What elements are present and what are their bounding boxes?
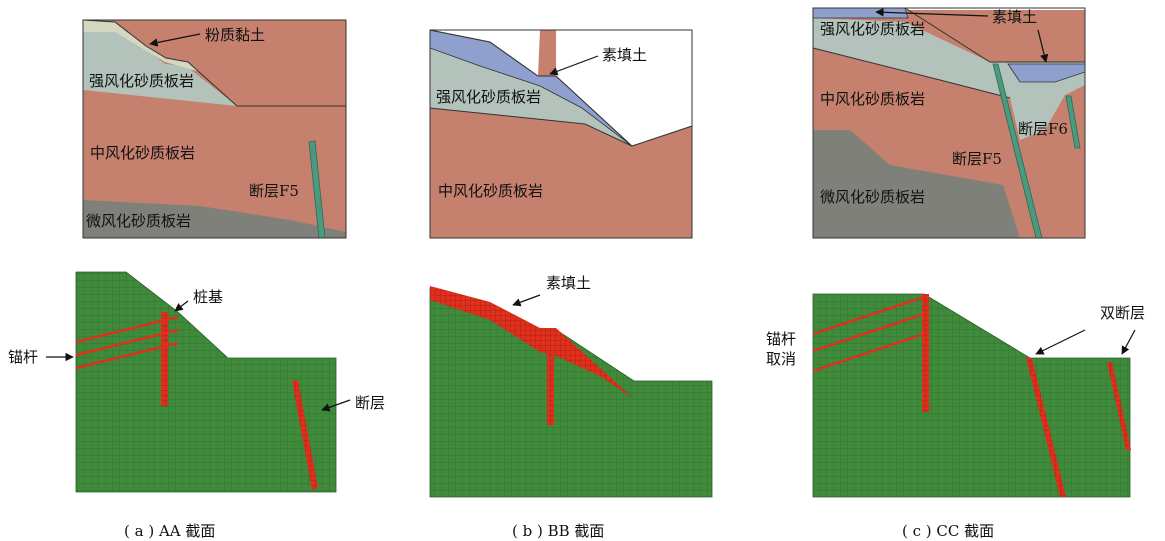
fault-mesh (1026, 358, 1066, 497)
caption-aa: ( a ) AA 截面 (124, 522, 216, 540)
mesh-model-cc (812, 293, 1136, 498)
plain-fill-layer (1007, 63, 1086, 83)
mesh-body (812, 293, 1131, 498)
label-moderate-weathered: 中风化砂质板岩 (820, 90, 926, 108)
pointer-arrow (549, 55, 599, 76)
label-slight-weathered: 微风化砂质板岩 (86, 212, 192, 230)
label-silty-clay: 粉质黏土 (205, 26, 266, 44)
anchor-rod (75, 315, 179, 344)
label-moderate-weathered: 中风化砂质板岩 (90, 144, 196, 162)
label-anchor: 锚杆 (8, 348, 39, 366)
label-fault: 断层 (355, 394, 386, 412)
label-double-fault: 双断层 (1100, 304, 1146, 322)
caption-cc: ( c ) CC 截面 (902, 522, 995, 540)
geology-section-cc (812, 7, 1086, 239)
geology-section-bb (429, 29, 693, 239)
pointer-arrow (512, 294, 541, 307)
label-strong-weathered: 强风化砂质板岩 (436, 88, 542, 106)
label-pile: 桩基 (193, 288, 224, 306)
anchor-rod (75, 328, 179, 357)
pointer-arrow (1035, 329, 1086, 355)
geology-section-aa (82, 19, 347, 239)
above-surface-blank (430, 30, 540, 76)
mesh-model-bb (429, 286, 713, 498)
label-fault-f5: 断层F5 (952, 150, 1002, 168)
strongly-weathered-layer (83, 30, 237, 106)
label-plain-fill: 素填土 (602, 46, 648, 64)
fault-f6 (1065, 95, 1081, 149)
mesh-body (429, 287, 713, 498)
section-frame (82, 19, 347, 239)
terrain-surface (82, 19, 346, 107)
pile-element (547, 330, 554, 425)
section-frame (812, 7, 1086, 239)
slightly-weathered-layer (813, 130, 1020, 238)
label-plain-fill: 素填土 (992, 8, 1038, 26)
anchor-rod (812, 332, 925, 373)
section-frame (429, 29, 693, 239)
label-fault-f5: 断层F5 (249, 182, 299, 200)
label-strong-weathered: 强风化砂质板岩 (820, 20, 926, 38)
pointer-arrow (149, 33, 201, 47)
label-strong-weathered: 强风化砂质板岩 (89, 72, 195, 90)
terrain-surface (429, 29, 693, 147)
pointer-arrow (875, 8, 989, 17)
fault-mesh (292, 380, 318, 490)
label-cancelled: 取消 (766, 350, 797, 368)
anchor-rod (75, 341, 179, 370)
fault-mesh (1107, 362, 1131, 450)
slightly-weathered-layer (83, 200, 346, 238)
pointer-arrow (1037, 29, 1049, 63)
anchor-rod (812, 312, 925, 353)
layer-boundary (429, 107, 633, 147)
label-anchor: 锚杆 (766, 330, 797, 348)
mesh-model-aa (46, 271, 351, 493)
anchor-rod (812, 295, 925, 336)
label-fault-f6: 断层F6 (1018, 120, 1068, 138)
strongly-weathered-layer (813, 18, 1085, 140)
pointer-arrow (1121, 329, 1136, 355)
caption-bb: ( b ) BB 截面 (512, 522, 605, 540)
label-slight-weathered: 微风化砂质板岩 (820, 188, 926, 206)
label-plain-fill: 素填土 (546, 274, 592, 292)
pointer-arrow (321, 399, 351, 412)
pile-element (161, 312, 168, 406)
layer-boundary (812, 47, 1011, 99)
label-moderate-weathered: 中风化砂质板岩 (438, 182, 544, 200)
fill-mesh (430, 286, 634, 399)
pointer-arrow (174, 300, 189, 312)
pile-element (922, 294, 929, 412)
